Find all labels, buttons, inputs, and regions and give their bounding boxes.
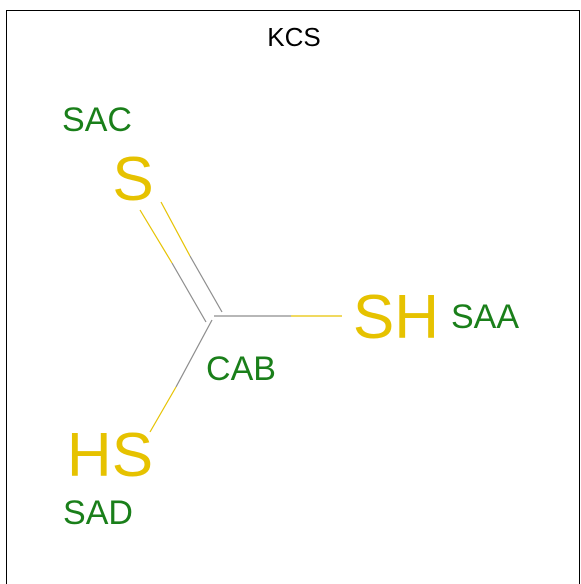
atom-symbol-s-right: SH xyxy=(353,283,439,352)
bond-c-s-top-double xyxy=(139,201,223,323)
bond-c-s-bottom xyxy=(149,319,213,433)
atom-label-saa: SAA xyxy=(451,298,519,336)
atom-label-sac: SAC xyxy=(62,101,132,139)
atom-symbol-s-bottom: HS xyxy=(67,421,153,490)
atom-label-sad: SAD xyxy=(63,494,133,532)
bond-c-s-top-line2-sulfur-half xyxy=(160,201,191,257)
atom-symbol-s-top: S xyxy=(112,145,153,214)
bond-c-s-top-line1-carbon-half xyxy=(171,262,207,323)
bond-c-s-top-line1-sulfur-half xyxy=(139,209,173,264)
atom-label-cab: CAB xyxy=(206,350,276,388)
bond-c-s-top-line2-carbon-half xyxy=(189,255,223,313)
bond-c-s-bottom-sulfur-half xyxy=(149,386,177,433)
diagram-frame xyxy=(6,10,580,584)
bond-c-s-bottom-carbon-half xyxy=(175,319,213,388)
molecule-title: KCS xyxy=(267,22,321,52)
